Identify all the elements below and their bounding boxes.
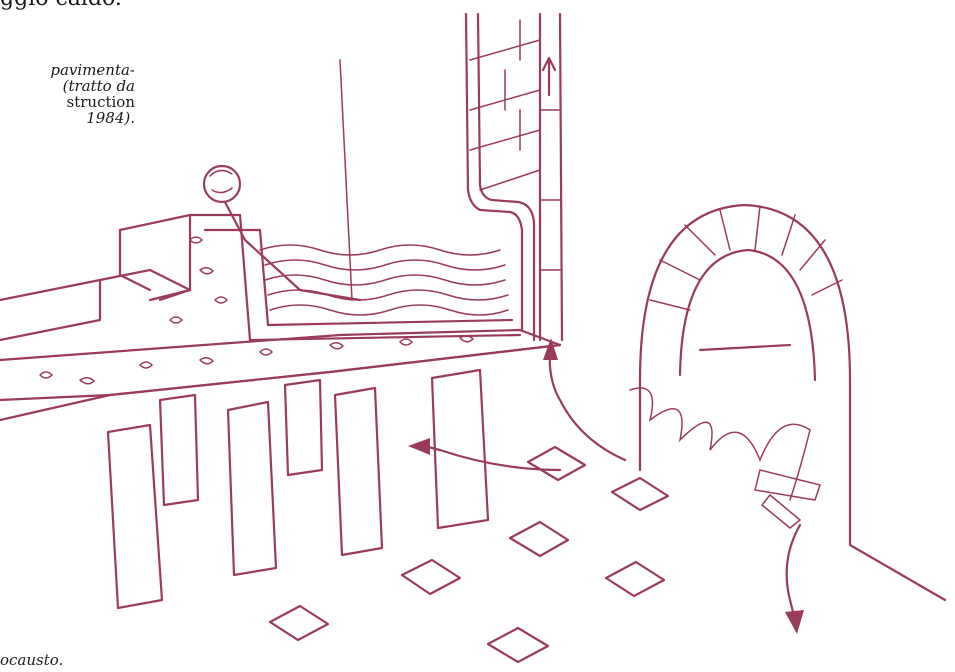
wall-flue [466,14,562,340]
bench-steps [0,215,190,340]
floor-tiles [270,447,668,662]
floor-slab [0,237,560,420]
pilae-pillars [108,370,488,608]
airflow-arrows [408,338,804,634]
bather-figure [204,166,360,300]
furnace-arch [630,205,945,600]
